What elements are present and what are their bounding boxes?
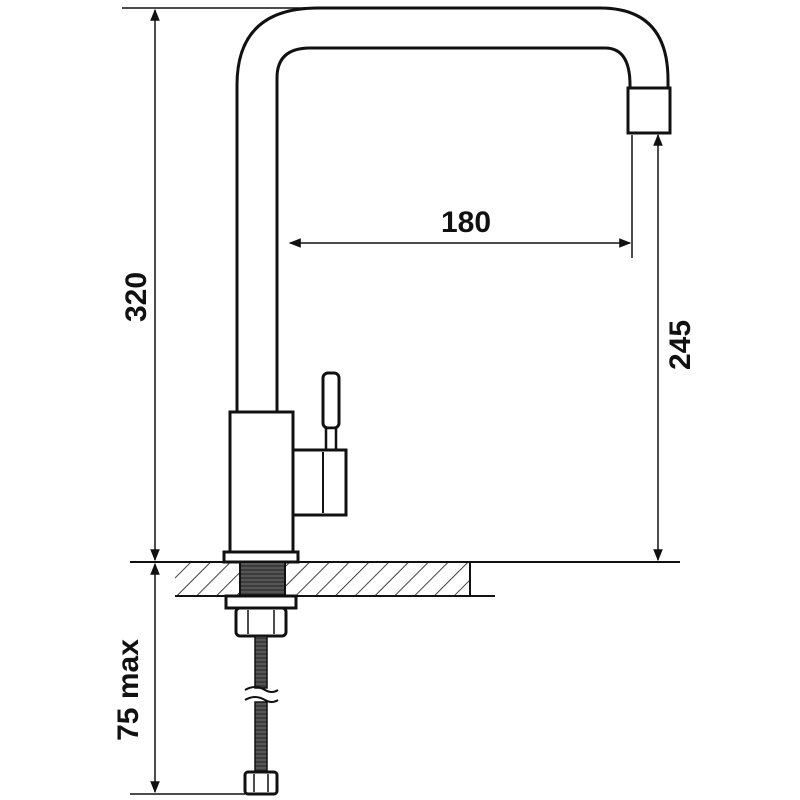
flexible-hose-lower	[254, 701, 268, 773]
faucet-body	[228, 410, 295, 554]
aerator-tip	[626, 86, 672, 135]
spout-outer-outline	[235, 6, 670, 412]
countertop-hatch-right	[285, 562, 470, 596]
dimension-total-height-label: 320	[120, 272, 153, 322]
threaded-shank	[239, 561, 286, 597]
dimension-spout-reach-label: 180	[441, 206, 491, 239]
base-flange	[222, 550, 300, 564]
mounting-washer	[224, 594, 298, 610]
flexible-hose-upper	[254, 635, 268, 689]
lever-handle-stem	[324, 426, 338, 452]
cartridge-housing	[291, 448, 348, 517]
hose-break-symbol-upper	[244, 686, 279, 693]
dimension-spout-height-label: 245	[664, 320, 697, 370]
hose-break-symbol-lower	[244, 696, 279, 703]
hose-end-fitting	[243, 770, 279, 796]
countertop-hatch-left	[175, 562, 240, 596]
mounting-nut	[234, 606, 288, 638]
spout-inner-outline	[275, 46, 632, 412]
dimension-below-counter-label: 75 max	[112, 639, 145, 741]
lever-handle-grip	[321, 371, 341, 430]
